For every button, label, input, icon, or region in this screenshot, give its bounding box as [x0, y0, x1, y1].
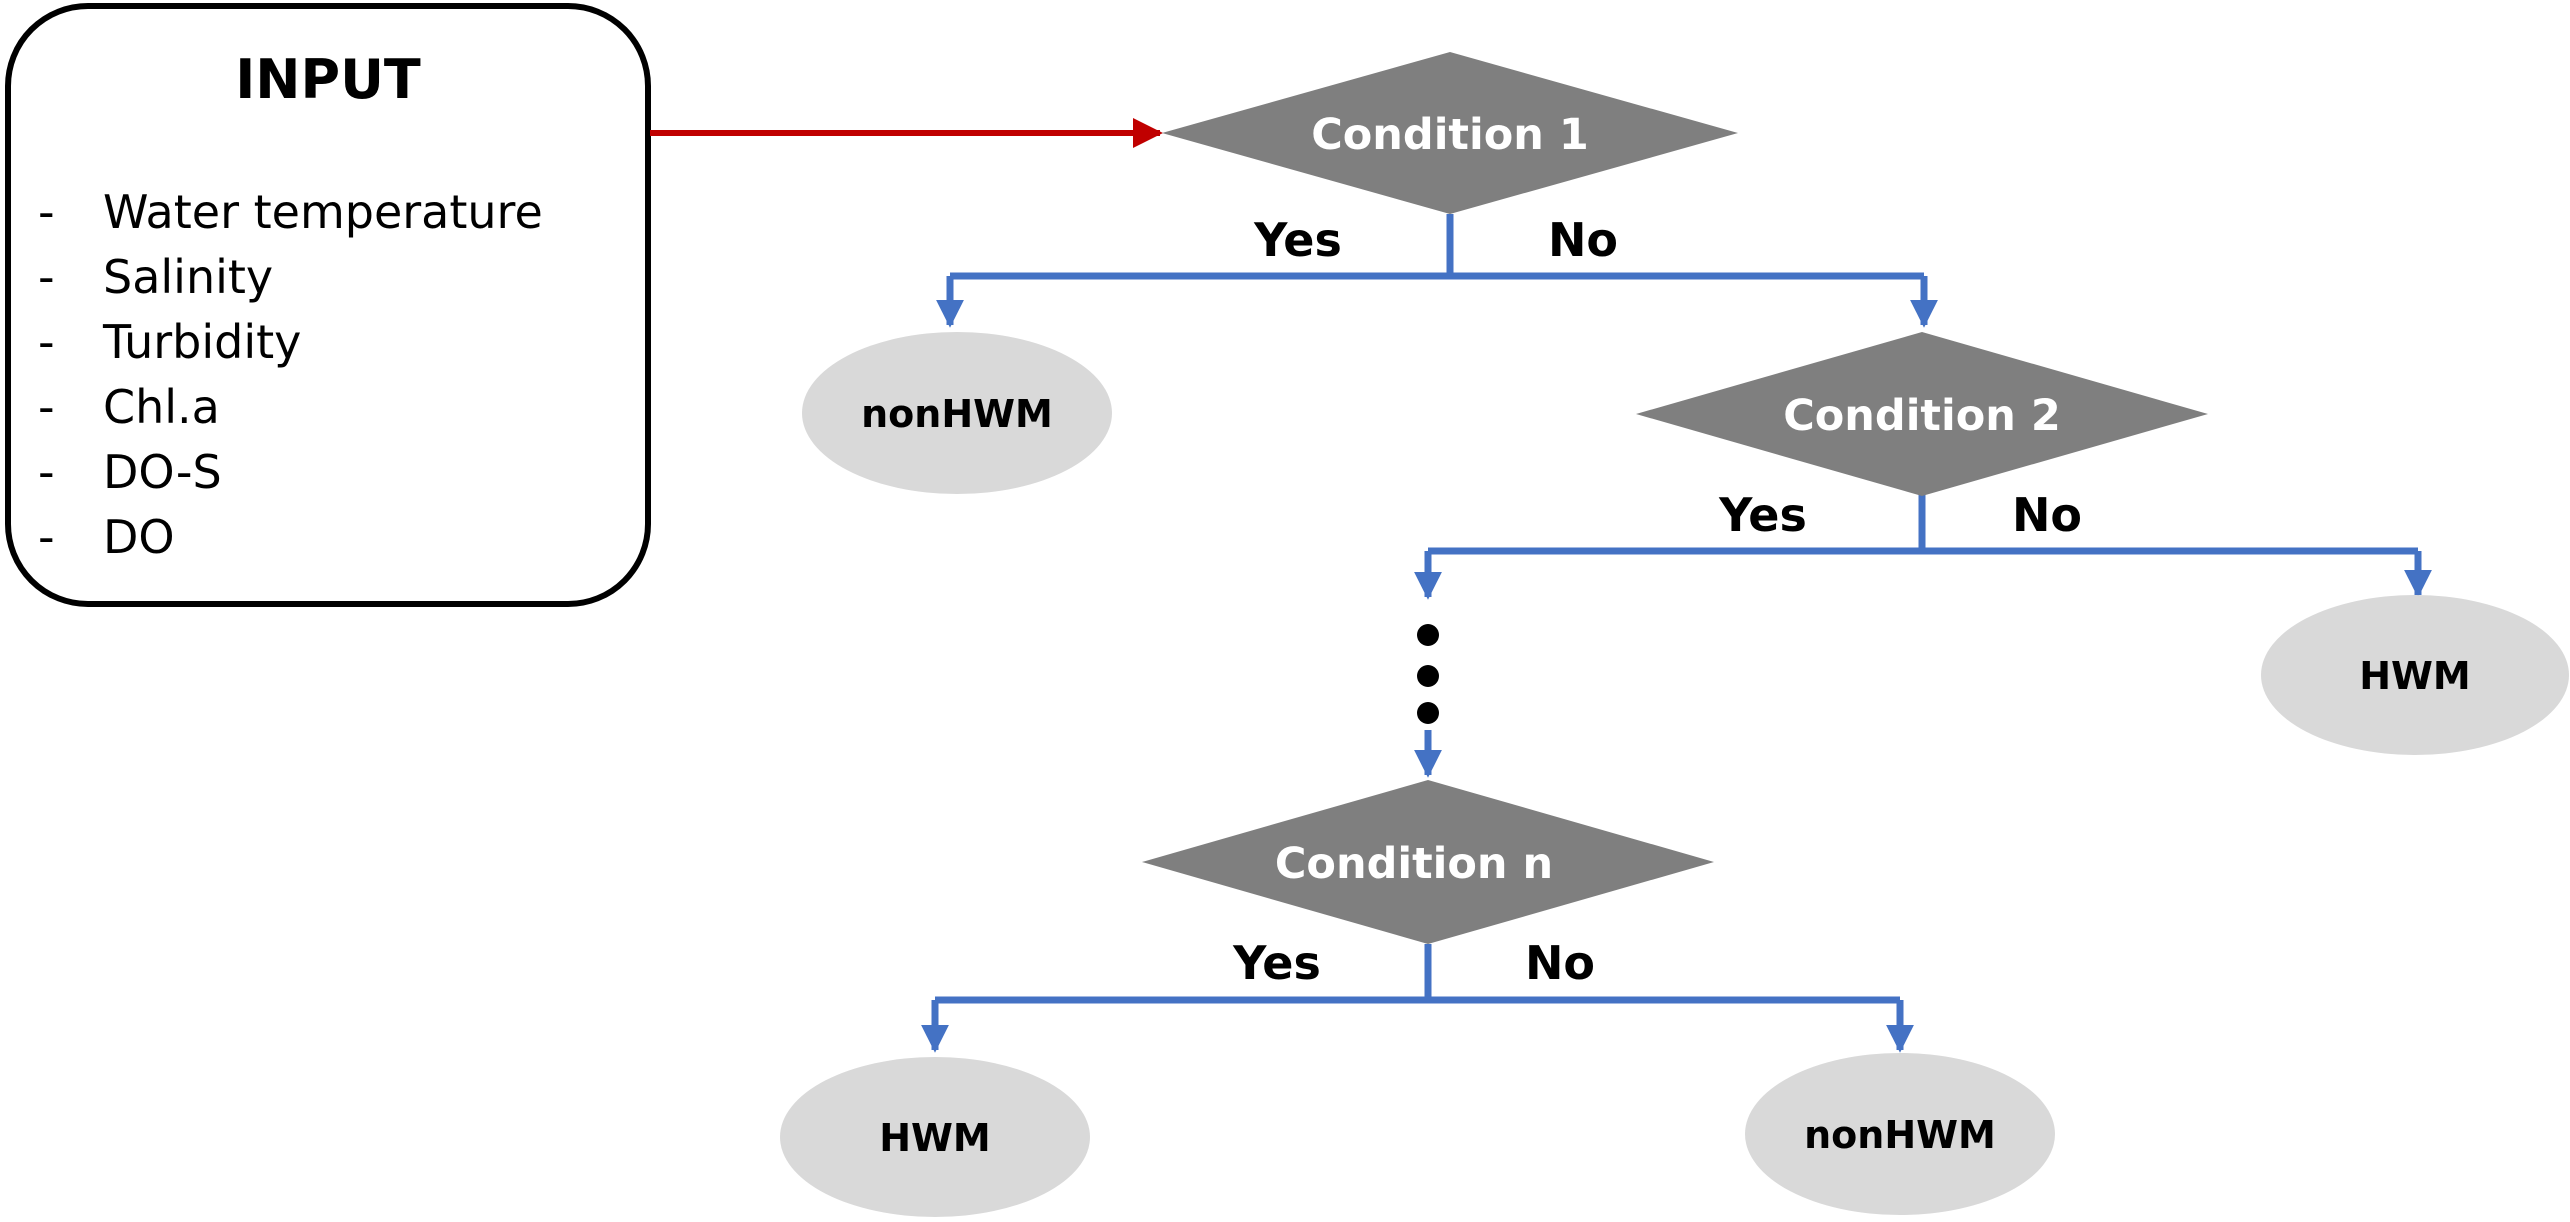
input-bullet: -: [38, 185, 55, 239]
condition-n-no-label: No: [1525, 936, 1595, 990]
condition-1-yes-label: Yes: [1253, 213, 1342, 267]
diamond-shape: [1142, 780, 1714, 944]
condition-2-label: Condition 2: [1783, 391, 2061, 441]
condition-2-yes-label: Yes: [1718, 488, 1807, 542]
condition-2-no-label: No: [2012, 488, 2082, 542]
condition-1-diamond: Condition 1: [1162, 52, 1738, 214]
ellipsis-dot: [1417, 702, 1439, 724]
condition-n-label: Condition n: [1275, 839, 1553, 889]
input-item-water-temperature: Water temperature: [103, 185, 543, 239]
condition-2-diamond: Condition 2: [1636, 332, 2208, 496]
leaf-label: nonHWM: [1804, 1113, 1996, 1157]
condition-1-branches: [936, 214, 1938, 328]
condition-1-label: Condition 1: [1311, 110, 1589, 160]
input-box: INPUT - Water temperature - Salinity - T…: [5, 3, 651, 607]
leaf-nonhwm-2: nonHWM: [1745, 1053, 2055, 1215]
ellipsis-dots: [1417, 624, 1439, 724]
leaf-label: HWM: [879, 1116, 991, 1160]
input-bullet: -: [38, 250, 55, 304]
condition-1-no-label: No: [1548, 213, 1618, 267]
input-item-turbidity: Turbidity: [102, 315, 301, 369]
input-bullet: -: [38, 380, 55, 434]
leaf-shape: [1745, 1053, 2055, 1215]
input-box-border: [5, 3, 651, 607]
ellipsis-dot: [1417, 665, 1439, 687]
condition-2-branches: [1414, 494, 2432, 600]
input-item-salinity: Salinity: [103, 250, 273, 304]
leaf-hwm-2: HWM: [780, 1057, 1090, 1217]
diamond-shape: [1162, 52, 1738, 214]
diamond-shape: [1636, 332, 2208, 496]
leaf-hwm-1: HWM: [2261, 595, 2569, 755]
ellipsis-dot: [1417, 624, 1439, 646]
leaf-label: nonHWM: [861, 392, 1053, 436]
input-title: INPUT: [235, 48, 421, 111]
leaf-label: HWM: [2359, 654, 2471, 698]
input-bullet: -: [38, 445, 55, 499]
input-item-do: DO: [103, 510, 175, 564]
condition-n-yes-label: Yes: [1232, 936, 1321, 990]
leaf-shape: [780, 1057, 1090, 1217]
input-bullet: -: [38, 315, 55, 369]
condition-n-diamond: Condition n: [1142, 780, 1714, 944]
input-bullet: -: [38, 510, 55, 564]
input-item-do-s: DO-S: [103, 445, 222, 499]
input-item-chla: Chl.a: [103, 380, 220, 434]
leaf-shape: [2261, 595, 2569, 755]
leaf-shape: [802, 332, 1112, 494]
leaf-nonhwm-1: nonHWM: [802, 332, 1112, 494]
condition-n-branches: [921, 944, 1914, 1053]
